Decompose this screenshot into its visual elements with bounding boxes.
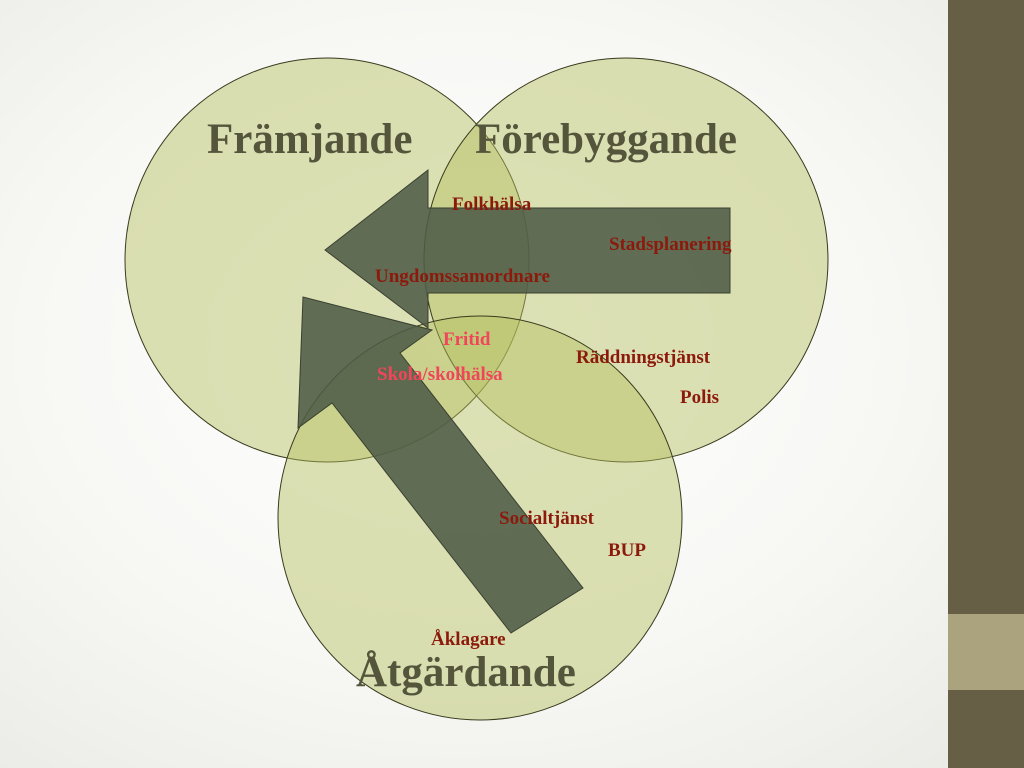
label-framjande: Främjande [207, 116, 413, 163]
arrow-left [324, 168, 731, 330]
item-folkhalsa: Folkhälsa [452, 194, 532, 215]
label-forebyggande: Förebyggande [475, 116, 737, 163]
item-fritid: Fritid [443, 329, 491, 350]
side-bar-middle [948, 614, 1024, 690]
arrow-diagonal [297, 296, 584, 634]
item-aklagare: Åklagare [431, 629, 506, 650]
item-ungdomssamordnare: Ungdomssamordnare [375, 266, 550, 287]
item-bup: BUP [608, 540, 646, 561]
side-bar-top [948, 0, 1024, 614]
side-bar-bottom [948, 690, 1024, 768]
item-polis: Polis [680, 387, 720, 408]
item-socialtjanst: Socialtjänst [499, 508, 594, 529]
venn-diagram [124, 57, 829, 721]
label-atgardande: Åtgärdande [356, 649, 576, 696]
item-stadsplanering: Stadsplanering [609, 234, 732, 255]
item-skola: Skola/skolhälsa [377, 364, 503, 385]
item-raddningstjanst: Räddningstjänst [576, 347, 711, 368]
